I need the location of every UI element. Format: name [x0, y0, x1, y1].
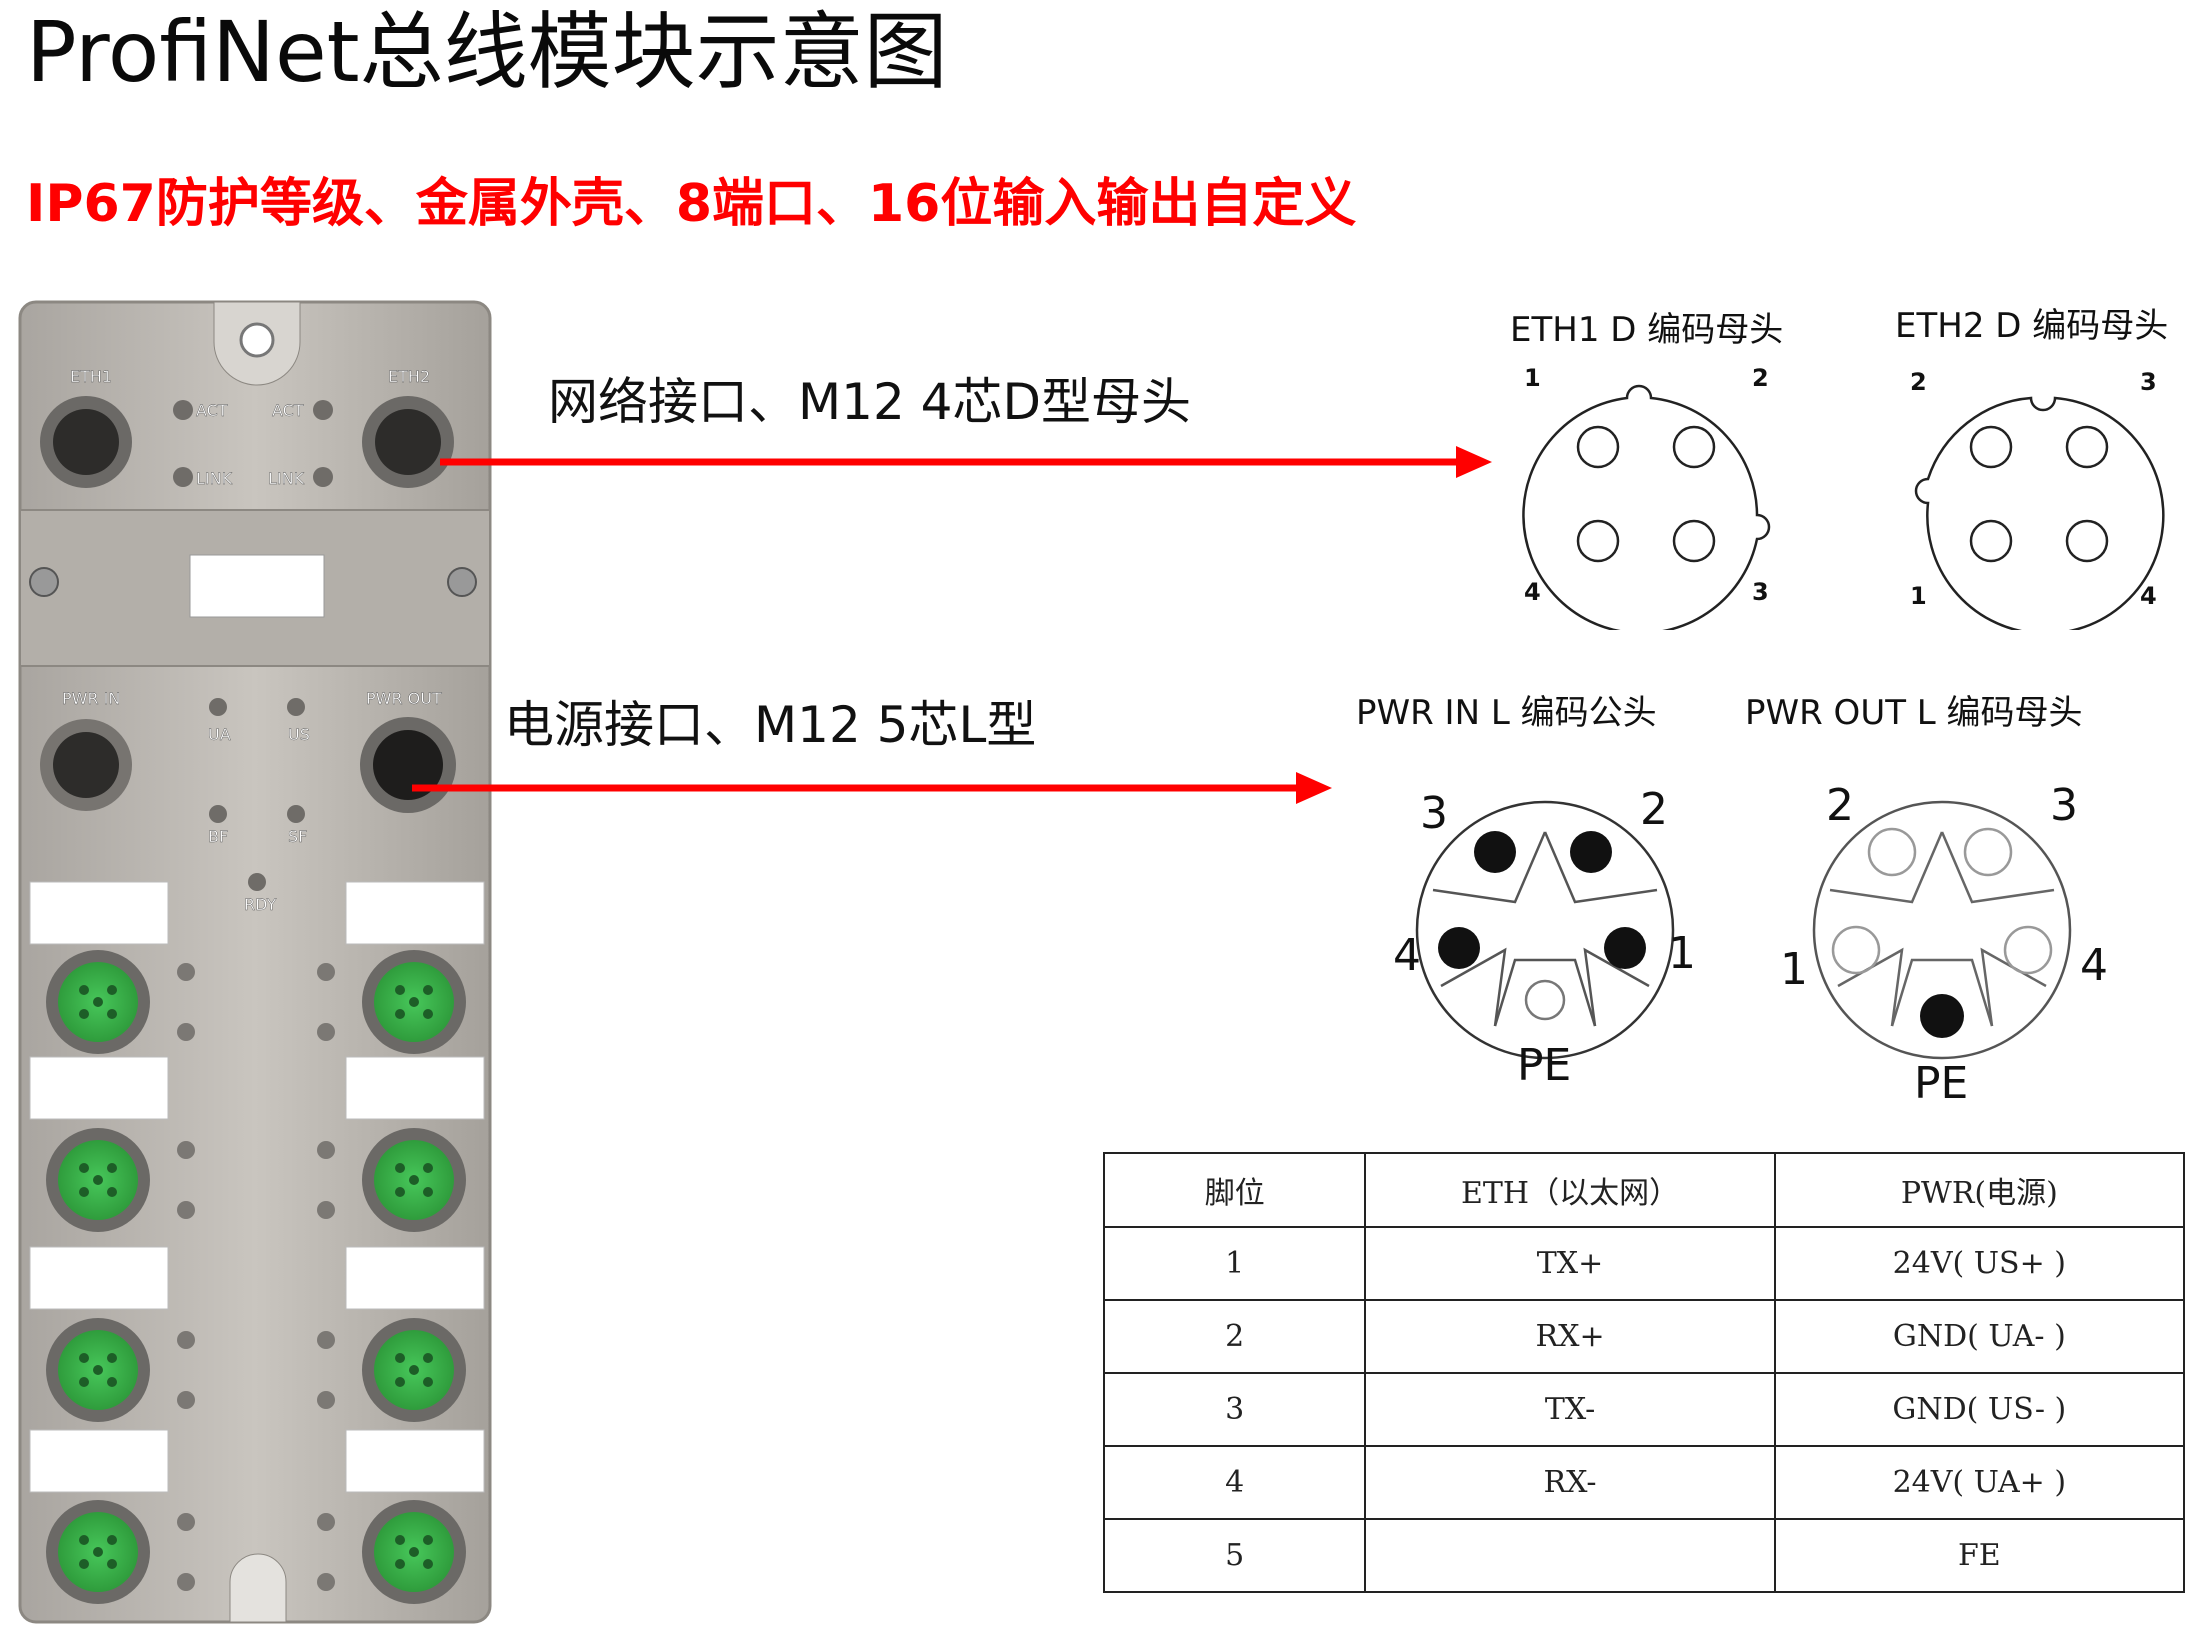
table-cell: GND( UA- ) [1773, 1299, 2186, 1374]
pwr-in-pin-3: 3 [1420, 788, 1448, 839]
eth1-connector-diagram [1522, 384, 1771, 630]
table-cell: RX- [1364, 1445, 1776, 1520]
power-callout: 电源接口、M12 5芯L型 [504, 696, 1037, 754]
pwr-in-pin-1: 1 [1668, 928, 1696, 979]
pinout-table: 脚位 ETH（以太网） PWR(电源) 1 TX+ 24V( US+ ) 2 R… [1102, 1152, 2186, 1593]
table-header-row: 脚位 ETH（以太网） PWR(电源) [1102, 1152, 2186, 1228]
table-cell [1364, 1518, 1776, 1593]
network-arrowhead [1456, 446, 1492, 478]
table-cell: GND( US- ) [1773, 1372, 2186, 1447]
us-led-label: US [288, 725, 310, 744]
pwr-out-port-label: PWR OUT [366, 689, 442, 708]
eth2-pin-2: 2 [1910, 368, 1927, 396]
table-cell: FE [1773, 1518, 2186, 1593]
pwr-in-connector-diagram [1415, 800, 1675, 1060]
page-subtitle: IP67防护等级、金属外壳、8端口、16位输入输出自定义 [26, 174, 1357, 234]
pwr-out-pin-4: 4 [2080, 940, 2108, 991]
eth2-pin-1: 1 [1910, 582, 1927, 610]
table-header: ETH（以太网） [1364, 1152, 1776, 1228]
eth1-pin-3: 3 [1752, 578, 1769, 606]
table-cell: 5 [1102, 1518, 1367, 1593]
act-right-label: ACT [272, 401, 304, 420]
eth1-connector-label: ETH1 D 编码母头 [1510, 310, 1784, 350]
link-left-label: LINK [196, 469, 233, 488]
table-row: 3 TX- GND( US- ) [1102, 1372, 2186, 1447]
pwr-in-pin-4: 4 [1393, 930, 1421, 981]
pwr-out-connector-diagram [1812, 800, 2072, 1060]
pwr-out-pe-label: PE [1914, 1058, 1969, 1109]
pwr-in-pin-2: 2 [1640, 784, 1668, 835]
pwr-out-pin-2: 2 [1826, 780, 1854, 831]
pwr-in-port-label: PWR IN [62, 689, 120, 708]
table-cell: 24V( US+ ) [1773, 1226, 2186, 1301]
ua-led-label: UA [208, 725, 231, 744]
eth2-connector-diagram [1914, 396, 2165, 630]
table-cell: 4 [1102, 1445, 1367, 1520]
act-left-label: ACT [196, 401, 228, 420]
link-right-label: LINK [268, 469, 305, 488]
table-cell: 3 [1102, 1372, 1367, 1447]
pwr-out-pin-3: 3 [2050, 780, 2078, 831]
eth2-port-label: ETH2 [388, 367, 430, 386]
table-row: 1 TX+ 24V( US+ ) [1102, 1226, 2186, 1301]
table-row: 2 RX+ GND( UA- ) [1102, 1299, 2186, 1374]
table-cell: 2 [1102, 1299, 1367, 1374]
eth1-pin-1: 1 [1524, 364, 1541, 392]
bf-led-label: BF [208, 827, 228, 846]
rdy-led-label: RDY [244, 895, 277, 914]
pwr-out-pin-1: 1 [1780, 944, 1808, 995]
table-row: 4 RX- 24V( UA+ ) [1102, 1445, 2186, 1520]
table-cell: RX+ [1364, 1299, 1776, 1374]
power-arrowhead [1296, 772, 1332, 804]
table-header: 脚位 [1102, 1152, 1367, 1228]
network-callout: 网络接口、M12 4芯D型母头 [548, 373, 1191, 431]
pwr-out-connector-label: PWR OUT L 编码母头 [1745, 693, 2083, 733]
eth1-pin-4: 4 [1524, 578, 1541, 606]
table-cell: 24V( UA+ ) [1773, 1445, 2186, 1520]
table-header: PWR(电源) [1773, 1152, 2186, 1228]
page-title: ProfiNet总线模块示意图 [26, 3, 948, 101]
table-cell: TX+ [1364, 1226, 1776, 1301]
table-cell: 1 [1102, 1226, 1367, 1301]
eth1-pin-2: 2 [1752, 364, 1769, 392]
eth1-port-label: ETH1 [70, 367, 112, 386]
eth2-pin-4: 4 [2140, 582, 2157, 610]
eth2-pin-3: 3 [2140, 368, 2157, 396]
sf-led-label: SF [288, 827, 307, 846]
table-cell: TX- [1364, 1372, 1776, 1447]
eth2-connector-label: ETH2 D 编码母头 [1895, 306, 2169, 346]
pwr-in-connector-label: PWR IN L 编码公头 [1356, 693, 1657, 733]
pwr-in-pe-label: PE [1517, 1040, 1572, 1091]
table-row: 5 FE [1102, 1518, 2186, 1593]
device-illustration: ETH1 ETH2 ACT ACT LINK LINK PWR IN PWR O… [18, 300, 492, 1624]
